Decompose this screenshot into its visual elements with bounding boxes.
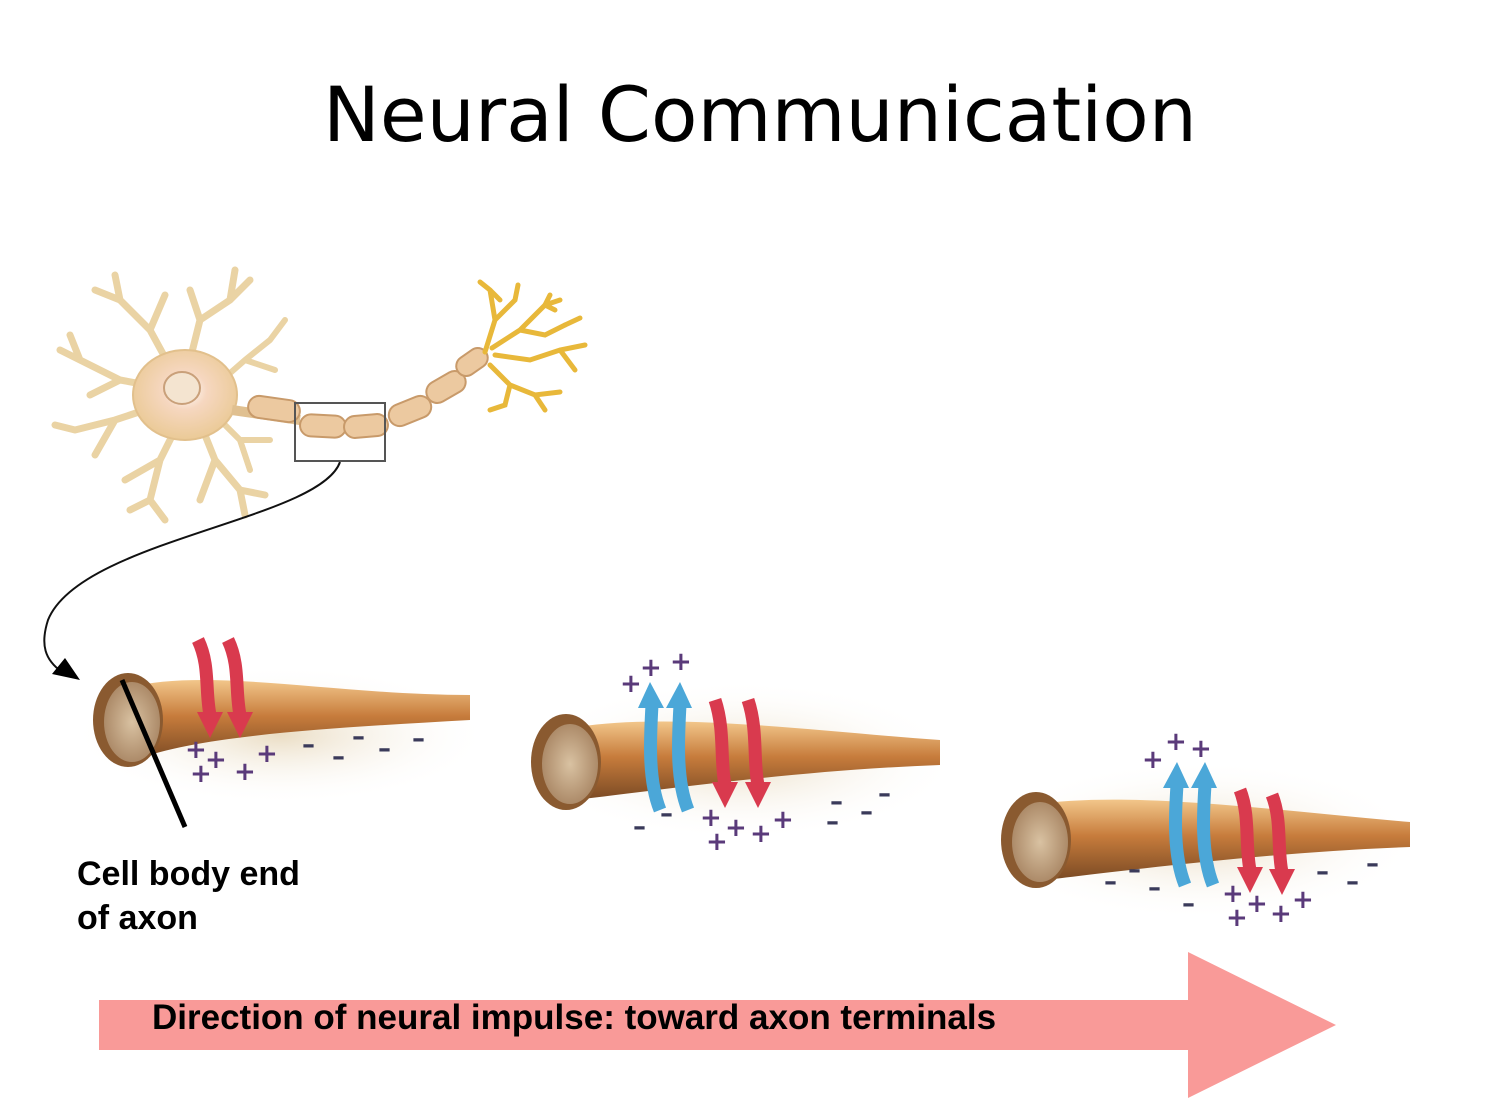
charge-plus: +: [772, 805, 794, 835]
charge-plus: +: [205, 745, 227, 775]
axon-segment-3: [980, 760, 1420, 920]
ion-charges: + + + + + – – – – – + + + – – + + + + + …: [185, 647, 1379, 933]
callout-pointer-line: [119, 679, 188, 828]
charge-plus: +: [640, 653, 662, 683]
charge-minus: –: [826, 807, 839, 837]
callout-line-1: Cell body end: [77, 855, 300, 893]
direction-arrow: [99, 952, 1336, 1098]
charge-plus: +: [706, 827, 728, 857]
cell-body-callout: Cell body end of axon: [77, 852, 300, 940]
charge-minus: –: [830, 787, 843, 817]
charge-plus: +: [256, 739, 278, 769]
charge-plus: +: [1190, 734, 1212, 764]
charge-plus: +: [234, 757, 256, 787]
charge-minus: –: [302, 730, 315, 760]
direction-label: Direction of neural impulse: toward axon…: [152, 998, 997, 1037]
charge-plus: +: [725, 813, 747, 843]
charge-minus: –: [1366, 849, 1379, 879]
charge-plus: +: [190, 759, 212, 789]
charge-minus: –: [1128, 855, 1141, 885]
charge-minus: –: [878, 779, 891, 809]
charge-plus: +: [1270, 899, 1292, 929]
axon-myelin-segments: [231, 346, 489, 439]
charge-plus: +: [1226, 903, 1248, 933]
charge-plus: +: [185, 735, 207, 765]
zoom-box: [294, 402, 386, 462]
charge-minus: –: [412, 724, 425, 754]
charge-minus: –: [1346, 867, 1359, 897]
sodium-inflow-icon: [192, 637, 253, 738]
neuron-illustration: [43, 266, 588, 680]
axon-segment-1: [70, 637, 490, 805]
charge-plus: +: [700, 803, 722, 833]
callout-line-2: of axon: [77, 899, 198, 937]
charge-minus: –: [1104, 867, 1117, 897]
potassium-outflow-icon: [638, 682, 695, 813]
sodium-inflow-icon: [1233, 787, 1295, 895]
charge-minus: –: [860, 797, 873, 827]
charge-plus: +: [1165, 727, 1187, 757]
nucleus: [163, 371, 201, 405]
charge-minus: –: [378, 734, 391, 764]
charge-plus: +: [670, 647, 692, 677]
charge-plus: +: [1222, 879, 1244, 909]
slide-title: Neural Communication: [323, 70, 1197, 159]
charge-minus: –: [633, 812, 646, 842]
charge-plus: +: [1246, 889, 1268, 919]
charge-minus: –: [1148, 873, 1161, 903]
charge-plus: +: [750, 819, 772, 849]
potassium-outflow-icon: [1163, 762, 1220, 888]
sodium-inflow-icon: [708, 697, 771, 808]
charge-minus: –: [1316, 857, 1329, 887]
charge-plus: +: [620, 669, 642, 699]
zoom-arrowhead: [52, 658, 80, 680]
charge-plus: +: [1142, 745, 1164, 775]
charge-minus: –: [660, 799, 673, 829]
charge-minus: –: [352, 722, 365, 752]
zoom-connector-arrow: [43, 461, 341, 673]
charge-minus: –: [1182, 889, 1195, 919]
axon-segment-2: [520, 680, 960, 840]
charge-minus: –: [332, 742, 345, 772]
axon-terminals: [477, 279, 588, 413]
charge-plus: +: [1292, 885, 1314, 915]
